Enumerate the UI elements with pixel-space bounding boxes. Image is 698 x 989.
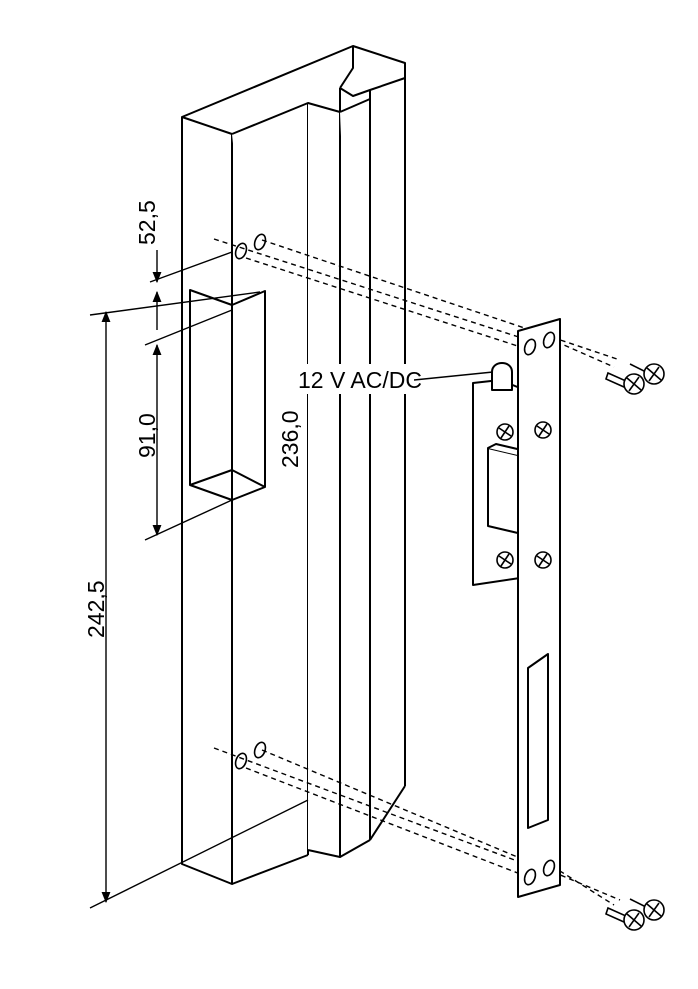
- screw-icon: [629, 363, 665, 385]
- frame-holes: [234, 233, 267, 770]
- voltage-callout: 12 V AC/DC: [298, 367, 422, 393]
- screw-icon: [534, 421, 552, 439]
- dim-hole-spacing-short: 236,0: [277, 410, 303, 468]
- screw-icon: [496, 423, 514, 441]
- screw-icon: [605, 906, 645, 931]
- screw-icon: [534, 551, 552, 569]
- screw-icon: [605, 371, 645, 395]
- dim-hole-spacing-long: 242,5: [83, 580, 109, 638]
- door-frame: [181, 45, 406, 885]
- loose-screws-top: [605, 363, 665, 395]
- loose-screws-bottom: [605, 898, 665, 931]
- strike-slot: [189, 289, 266, 501]
- strike-plate-holes: [523, 331, 556, 886]
- dimension-lines: [89, 250, 494, 909]
- electric-strike: [472, 318, 561, 898]
- dim-top-offset: 52,5: [134, 200, 160, 245]
- screw-icon: [496, 551, 514, 569]
- voltage-callout-bg: [296, 364, 414, 394]
- screw-icon: [629, 898, 665, 921]
- plate-screw-heads: [496, 421, 552, 569]
- projection-lines: [213, 238, 621, 906]
- dim-slot-height: 91,0: [134, 413, 160, 458]
